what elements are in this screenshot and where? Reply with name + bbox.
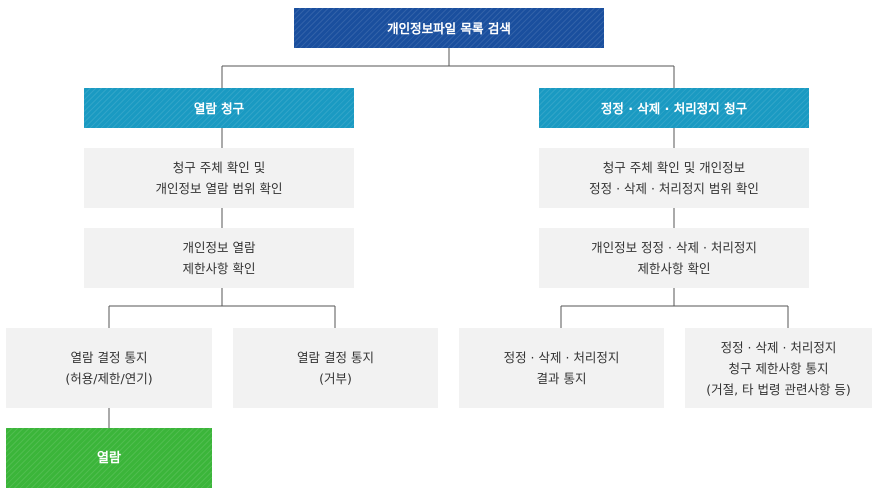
top-box-file-search: 개인정보파일 목록 검색 [294, 8, 604, 48]
right-header-correction-request: 정정 · 삭제 · 처리정지 청구 [539, 88, 809, 128]
right-outcome-result: 정정 · 삭제 · 처리정지 결과 통지 [459, 328, 664, 408]
left-header-view-request: 열람 청구 [84, 88, 354, 128]
final-view-box: 열람 [6, 428, 212, 488]
left-step1-verify-scope: 청구 주체 확인 및 개인정보 열람 범위 확인 [84, 148, 354, 208]
right-outcome-limit: 정정 · 삭제 · 처리정지 청구 제한사항 통지 (거절, 타 법령 관련사항… [685, 328, 872, 408]
left-outcome-refuse: 열람 결정 통지 (거부) [233, 328, 438, 408]
right-step1-verify-scope: 청구 주체 확인 및 개인정보 정정 · 삭제 · 처리정지 범위 확인 [539, 148, 809, 208]
right-step2-restrictions: 개인정보 정정 · 삭제 · 처리정지 제한사항 확인 [539, 228, 809, 288]
left-step2-restrictions: 개인정보 열람 제한사항 확인 [84, 228, 354, 288]
left-outcome-allow: 열람 결정 통지 (허용/제한/연기) [6, 328, 212, 408]
